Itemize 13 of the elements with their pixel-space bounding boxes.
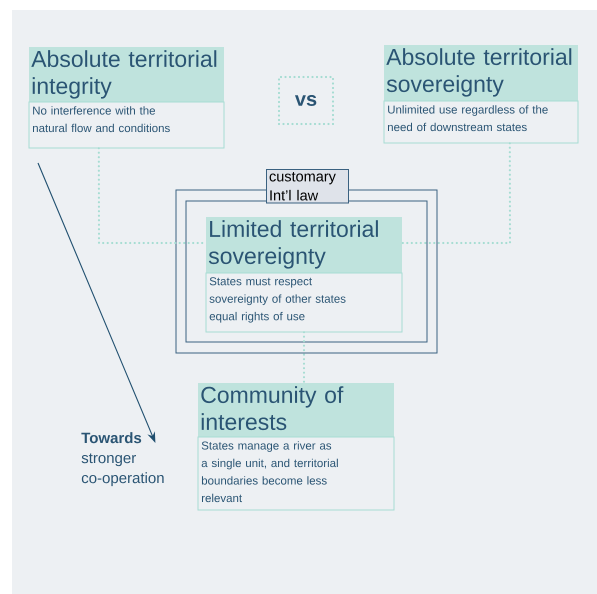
connector-line <box>302 331 306 384</box>
node-label: customary <box>270 172 336 184</box>
node-label: Community of interests <box>201 386 344 430</box>
vs-box: vs <box>278 76 334 126</box>
node-label: No interference with the natural flow and conditions <box>32 106 170 132</box>
connector-line <box>400 142 512 244</box>
concept-box: Community of interests States manage a river as a single unit, and territorial boundaries become less relevant <box>198 383 394 510</box>
direction-text: Towards stronger co-operation <box>81 432 164 486</box>
concept-box: Absolute territorial sovereignty Unlimited use regardless of the need of downstream states <box>384 45 578 144</box>
node-label: Unlimited use regardless of the need of downstream states <box>388 105 548 132</box>
node-label: Limited territorial sovereignty <box>208 220 378 269</box>
concept-box: Limited territorial sovereignty States must respect sovereignty of other states equal rights of use <box>206 217 402 332</box>
concept-box: Absolute territorial integrity No interference with the natural flow and conditions <box>28 47 224 148</box>
